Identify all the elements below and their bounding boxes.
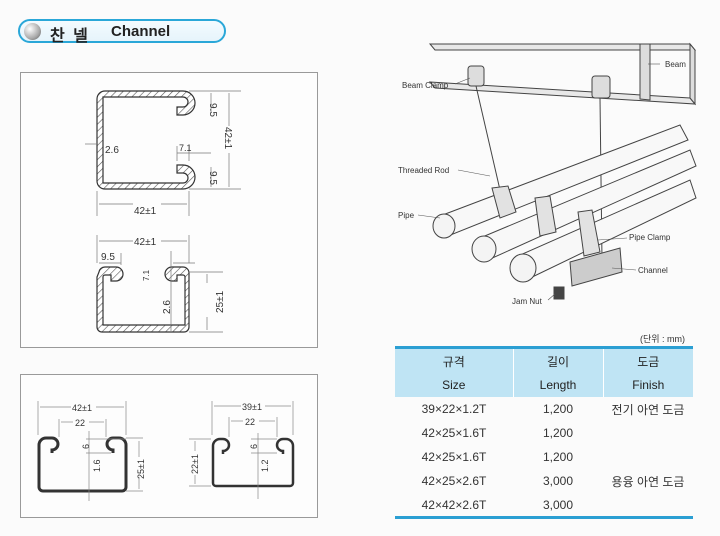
cell-size: 42×42×2.6T [421,498,487,512]
cell-size: 42×25×1.6T [421,426,487,440]
dim-lip-top: 9.5 [207,103,218,117]
label-beam: Beam [665,60,686,69]
channel-drawing-small: 42±1 22 6 1.6 25±1 39±1 22 6 1.2 22±1 [37,401,295,501]
cell-length: 3,000 [542,474,574,488]
table-row: 42×25×1.6T 1,200 [395,445,693,469]
spec-table: 규격 길이 도금 Size Length Finish 39×22×1.2T 1,… [395,346,693,517]
title-english: Channel [111,23,171,40]
table-row: 42×25×1.6T 1,200 [395,421,693,445]
beam-clamp-right [591,75,611,99]
title-korean: 찬 넬 [50,28,90,45]
table-row: 39×22×1.2T 1,200 전기 아연 도금 [395,397,693,421]
label-pipe: Pipe [398,211,415,220]
cell-size: 42×25×1.6T [421,450,487,464]
label-pipe-clamp: Pipe Clamp [629,233,671,242]
dim-thickness-right: 1.2 [260,459,270,472]
dim-lip-bottom: 9.5 [207,171,218,185]
dim-thickness-left: 1.6 [92,459,102,472]
dim-lip-right: 6 [249,444,259,449]
cell-length: 1,200 [542,402,574,416]
header-size-ko: 규격 [442,354,465,369]
dim-thickness-lower: 2.6 [162,300,173,314]
table-row: 42×25×2.6T 3,000 용융 아연 도금 [395,469,693,493]
dim-height-left: 25±1 [136,459,146,479]
dim-width-left: 42±1 [72,403,92,413]
cell-finish [603,421,693,445]
dim-height-lower: 25±1 [215,290,226,313]
dim-width-right: 39±1 [242,402,262,412]
beam-clamp-left [467,65,485,87]
cell-finish [603,445,693,469]
dim-width-lip: 9.5 [101,252,115,263]
table-bottom-rule [395,516,693,519]
section-title: 찬 넬 Channel [18,19,226,45]
channel-drawing-large: 9.5 42±1 2.6 7.1 9.5 42±1 9.5 42±1 7.1 2… [85,90,241,333]
label-channel: Channel [638,266,668,275]
dim-width-lower: 42±1 [134,237,157,248]
dim-opening-left: 22 [75,418,85,428]
header-finish-en: Finish [602,373,693,397]
drawing-panel-small: 42±1 22 6 1.6 25±1 39±1 22 6 1.2 22±1 [20,374,318,518]
installation-illustration: Beam Beam Clamp Threaded Rod Pipe Pipe C… [398,42,697,306]
channel-profile-39x22 [211,437,295,488]
label-beam-clamp: Beam Clamp [402,81,449,90]
header-length-en: Length [512,373,603,397]
header-length-ko: 길이 [512,347,603,373]
dim-height-right: 22±1 [190,454,200,474]
header-finish-ko: 도금 [602,347,693,373]
channel-profile-42x42 [96,90,196,190]
channel-profile-42x25 [96,266,190,333]
dim-opening-right: 22 [245,417,255,427]
table-row: 42×42×2.6T 3,000 [395,493,693,517]
header-size-en: Size [442,378,466,392]
sphere-bullet-icon [24,23,41,40]
dim-width: 42±1 [134,206,157,217]
channel-piece [569,247,623,287]
dim-opening-lower: 7.1 [142,269,151,281]
cell-finish: 용융 아연 도금 [611,474,685,489]
dim-thickness: 2.6 [105,145,119,156]
channel-profile-42x25-thin [37,436,128,493]
jam-nut-shape [553,286,565,300]
cell-finish [603,493,693,517]
cell-length: 1,200 [542,426,574,440]
unit-label: (단위 : mm) [640,334,686,344]
dim-height: 42±1 [222,127,233,150]
cell-length: 1,200 [542,450,574,464]
dim-lip-left: 6 [81,444,91,449]
cell-length: 3,000 [542,498,574,512]
label-jam-nut: Jam Nut [512,297,543,306]
dim-opening: 7.1 [179,143,192,153]
cell-size: 39×22×1.2T [421,402,487,416]
drawing-panel-large: 9.5 42±1 2.6 7.1 9.5 42±1 9.5 42±1 7.1 2… [20,72,318,348]
cell-finish: 전기 아연 도금 [611,402,685,417]
label-threaded-rod: Threaded Rod [398,166,449,175]
cell-size: 42×25×2.6T [421,474,487,488]
